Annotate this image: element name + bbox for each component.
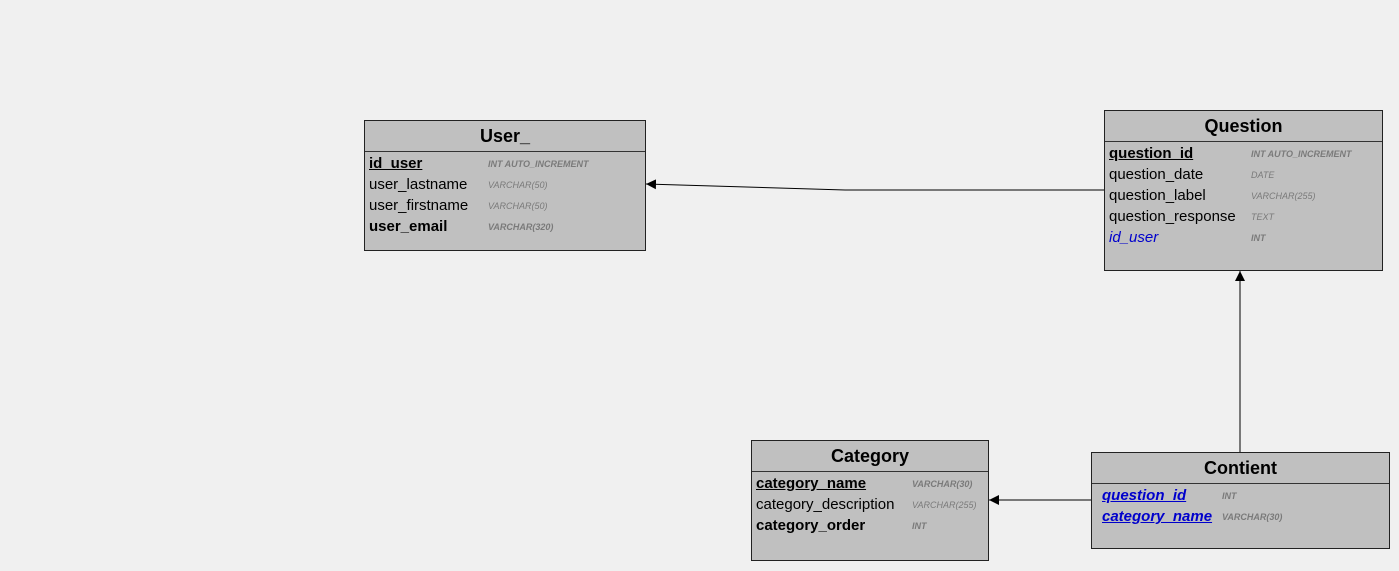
column-row[interactable]: user_email VARCHAR(320)	[369, 216, 641, 237]
entity-columns: question_id INT AUTO_INCREMENT question_…	[1105, 142, 1382, 248]
column-row[interactable]: question_response TEXT	[1109, 206, 1378, 227]
column-row[interactable]: category_description VARCHAR(255)	[756, 494, 984, 515]
entity-columns: category_name VARCHAR(30) category_descr…	[752, 472, 988, 536]
column-name: question_id	[1102, 487, 1187, 504]
column-row[interactable]: category_name VARCHAR(30)	[1102, 506, 1385, 527]
column-type: INT	[1251, 233, 1266, 243]
column-name: question_date	[1109, 166, 1204, 183]
column-row[interactable]: question_id INT AUTO_INCREMENT	[1109, 143, 1378, 164]
entity-contient[interactable]: Contient question_id INT category_name V…	[1091, 452, 1390, 549]
column-type: VARCHAR(50)	[488, 201, 548, 211]
column-row[interactable]: id_user INT	[1109, 227, 1378, 248]
column-name: category_name	[756, 475, 867, 492]
column-row[interactable]: question_id INT	[1102, 485, 1385, 506]
entity-title: User_	[365, 121, 645, 152]
entity-category[interactable]: Category category_name VARCHAR(30) categ…	[751, 440, 989, 561]
column-name: category_description	[756, 496, 895, 513]
column-row[interactable]: question_date DATE	[1109, 164, 1378, 185]
column-name: user_email	[369, 218, 448, 235]
entity-columns: question_id INT category_name VARCHAR(30…	[1092, 484, 1389, 527]
column-name: category_name	[1102, 508, 1213, 525]
entity-title: Category	[752, 441, 988, 472]
column-type: INT	[912, 521, 927, 531]
entity-user[interactable]: User_ id_user INT AUTO_INCREMENT user_la…	[364, 120, 646, 251]
column-row[interactable]: user_firstname VARCHAR(50)	[369, 195, 641, 216]
column-row[interactable]: category_name VARCHAR(30)	[756, 473, 984, 494]
entity-question[interactable]: Question question_id INT AUTO_INCREMENT …	[1104, 110, 1383, 271]
column-type: VARCHAR(320)	[488, 222, 554, 232]
column-type: INT AUTO_INCREMENT	[1251, 149, 1352, 159]
column-type: TEXT	[1251, 212, 1275, 222]
column-row[interactable]: id_user INT AUTO_INCREMENT	[369, 153, 641, 174]
column-name: user_firstname	[369, 197, 469, 214]
column-type: INT	[1222, 491, 1237, 501]
entity-title: Contient	[1092, 453, 1389, 484]
column-type: VARCHAR(50)	[488, 180, 548, 190]
column-name: id_user	[1109, 229, 1159, 246]
column-name: user_lastname	[369, 176, 468, 193]
column-name: question_response	[1109, 208, 1236, 225]
column-type: VARCHAR(30)	[912, 479, 973, 489]
column-type: DATE	[1251, 170, 1275, 180]
column-row[interactable]: user_lastname VARCHAR(50)	[369, 174, 641, 195]
column-type: INT AUTO_INCREMENT	[488, 159, 589, 169]
column-type: VARCHAR(255)	[912, 500, 977, 510]
column-name: question_label	[1109, 187, 1206, 204]
column-row[interactable]: question_label VARCHAR(255)	[1109, 185, 1378, 206]
column-type: VARCHAR(255)	[1251, 191, 1316, 201]
column-name: id_user	[369, 155, 423, 172]
column-name: question_id	[1109, 145, 1194, 162]
column-row[interactable]: category_order INT	[756, 515, 984, 536]
link-question-to-user	[645, 179, 1104, 191]
column-name: category_order	[756, 517, 866, 534]
entity-title: Question	[1105, 111, 1382, 142]
entity-columns: id_user INT AUTO_INCREMENT user_lastname…	[365, 152, 645, 237]
column-type: VARCHAR(30)	[1222, 512, 1283, 522]
